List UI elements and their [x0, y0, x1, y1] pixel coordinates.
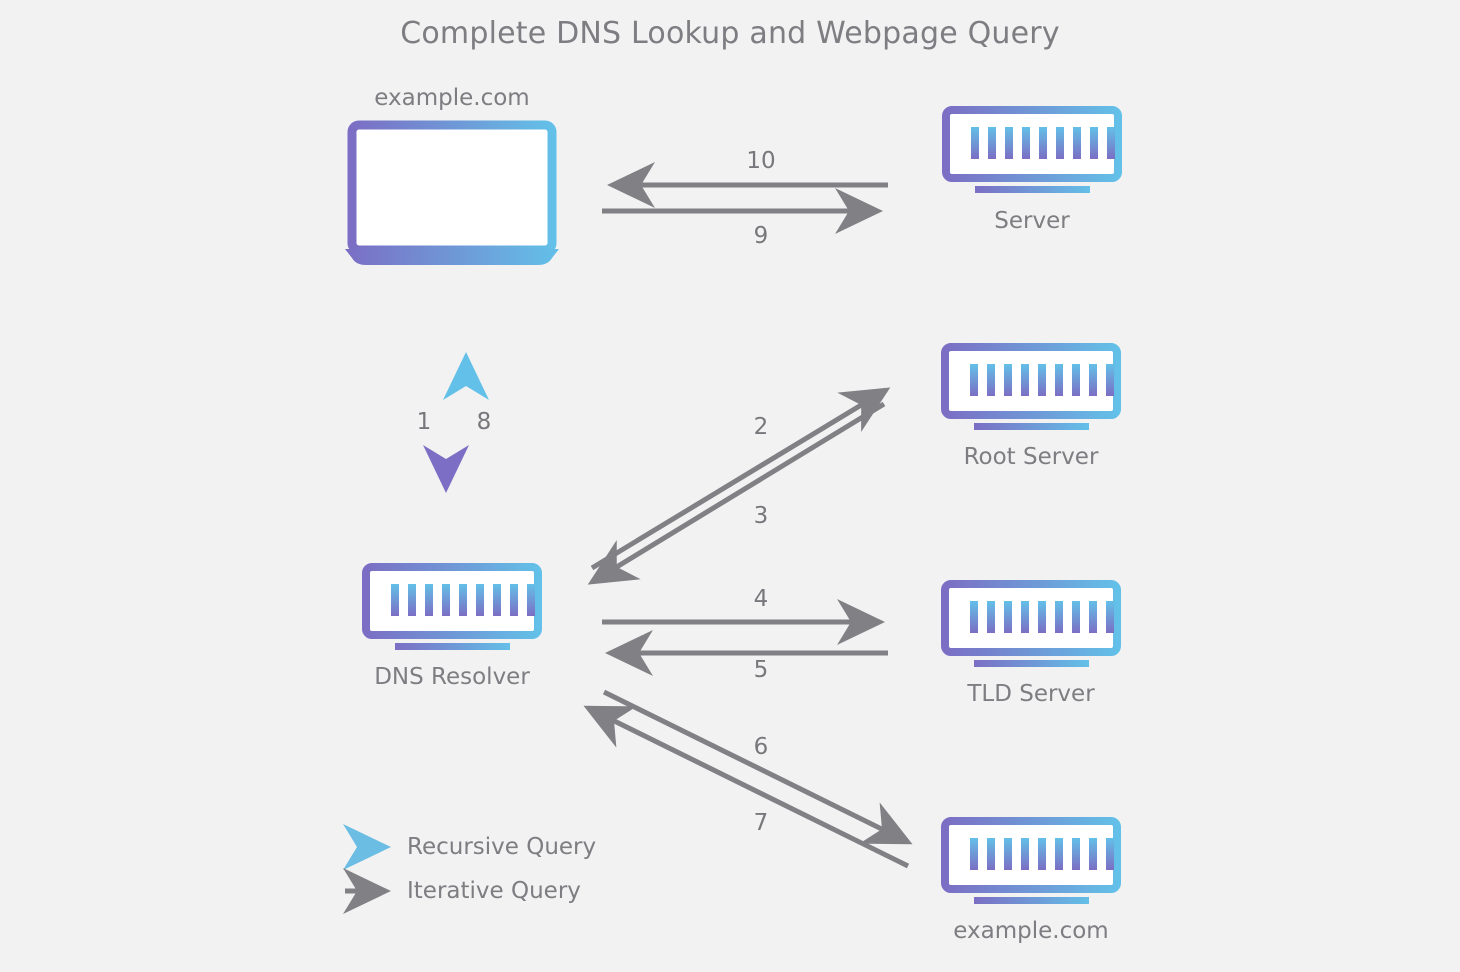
step-label-5: 5 [753, 657, 769, 683]
step-label-2: 2 [753, 414, 769, 440]
step-label-10: 10 [746, 148, 776, 174]
step-label-8: 8 [476, 409, 492, 435]
node-label-tld-server: TLD Server [967, 681, 1095, 707]
server-icon-tld-server [941, 580, 1121, 667]
step-label-1: 1 [416, 409, 432, 435]
step-label-9: 9 [753, 223, 769, 249]
step-label-3: 3 [753, 503, 769, 529]
node-label-server: Server [994, 208, 1070, 234]
node-label-auth-server: example.com [953, 918, 1109, 944]
legend-label-recursive: Recursive Query [407, 834, 597, 860]
arrow-step-7 [583, 705, 910, 869]
server-icon-root-server [941, 343, 1121, 430]
server-icon-server [942, 106, 1122, 193]
node-label-root-server: Root Server [963, 444, 1099, 470]
laptop-icon [345, 120, 559, 265]
step-label-7: 7 [753, 810, 769, 836]
node-label-client: example.com [374, 85, 530, 111]
node-label-dns-resolver: DNS Resolver [374, 664, 530, 690]
server-icon-auth-server [941, 817, 1121, 904]
step-label-4: 4 [753, 586, 769, 612]
page-title: Complete DNS Lookup and Webpage Query [400, 16, 1060, 51]
server-icon-dns-resolver [362, 563, 542, 650]
step-label-6: 6 [753, 734, 769, 760]
legend-label-iterative: Iterative Query [407, 878, 581, 904]
